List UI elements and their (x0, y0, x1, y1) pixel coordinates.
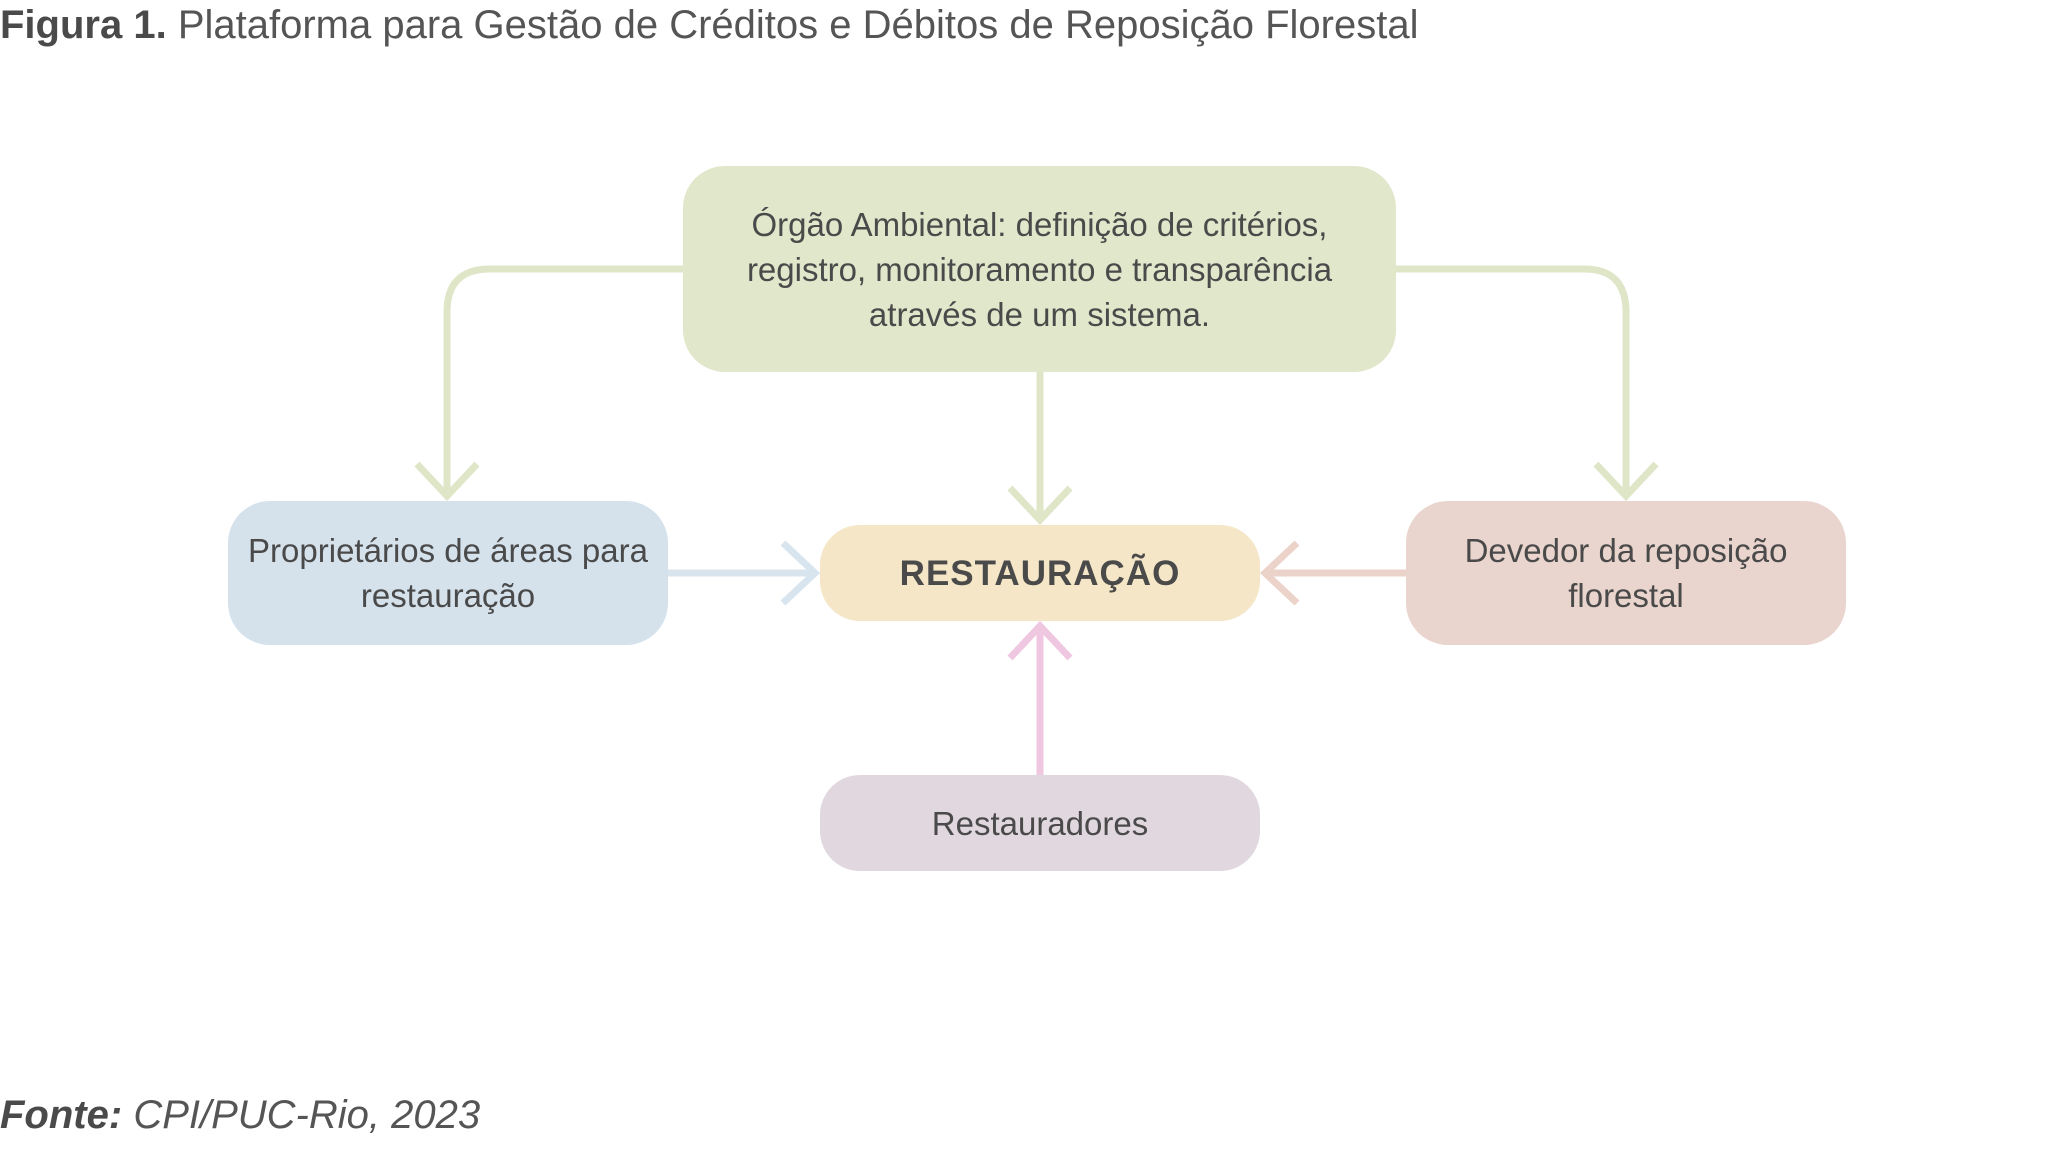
source-label: Fonte: (0, 1093, 123, 1137)
node-restauracao-label: RESTAURAÇÃO (899, 553, 1181, 593)
connector-orgao-to-proprietarios (443, 265, 683, 496)
arrowhead-proprietarios (414, 461, 480, 502)
node-orgao-ambiental: Órgão Ambiental: definição de critérios,… (683, 166, 1396, 372)
node-restauradores-label: Restauradores (931, 804, 1149, 842)
arrowhead-restauracao-left (780, 540, 821, 606)
node-proprietarios-label: Proprietários de áreas para restauração (248, 532, 648, 614)
node-proprietarios: Proprietários de áreas para restauração (228, 501, 668, 645)
figure-source: Fonte: CPI/PUC-Rio, 2023 (0, 1090, 480, 1140)
figure-caption: Figura 1. Plataforma para Gestão de Créd… (0, 0, 1418, 50)
figure-label: Figura 1. (0, 3, 167, 47)
arrowhead-restauracao-right (1259, 540, 1300, 606)
connector-orgao-to-devedor (1396, 265, 1630, 496)
arrowhead-restauracao-bottom (1007, 620, 1073, 661)
arrowhead-restauracao-top (1007, 485, 1073, 526)
source-text: CPI/PUC-Rio, 2023 (133, 1093, 481, 1137)
figure-title: Plataforma para Gestão de Créditos e Déb… (177, 3, 1419, 47)
node-devedor-label: Devedor da reposição florestal (1464, 532, 1788, 614)
node-orgao-ambiental-label: Órgão Ambiental: definição de critérios,… (746, 205, 1333, 333)
node-restauradores: Restauradores (820, 775, 1260, 871)
node-devedor: Devedor da reposição florestal (1406, 501, 1846, 645)
node-restauracao: RESTAURAÇÃO (820, 525, 1260, 621)
arrowhead-devedor-top (1593, 461, 1659, 502)
